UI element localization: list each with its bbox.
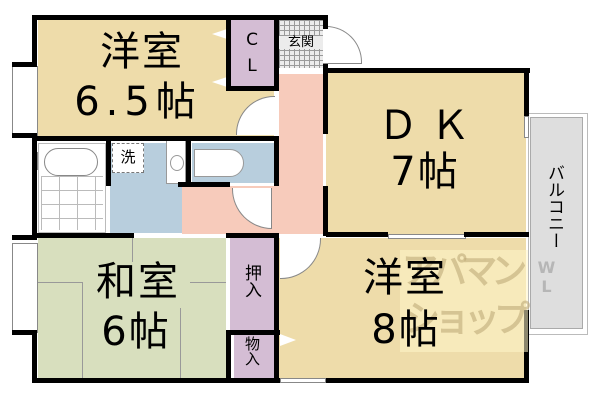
wall	[32, 378, 280, 383]
wall	[226, 330, 280, 335]
wall	[323, 15, 328, 29]
wall	[32, 15, 328, 20]
window-western-room	[12, 66, 38, 136]
storage-door-marker	[280, 334, 296, 346]
watermark-background	[400, 250, 528, 352]
tatami-line	[180, 308, 181, 378]
bath-floor-tiles	[41, 176, 103, 230]
wall	[32, 15, 37, 67]
wall	[323, 186, 328, 236]
wall	[32, 233, 134, 238]
wall	[12, 133, 37, 138]
wall	[12, 62, 37, 67]
japanese-room-name: 和室	[96, 259, 180, 305]
wall	[524, 68, 529, 116]
tatami-line	[132, 238, 133, 262]
dining-kitchen	[326, 72, 526, 234]
tatami-line	[82, 282, 83, 378]
wall	[326, 232, 388, 237]
wall	[226, 330, 231, 383]
balcony-floor	[530, 117, 583, 329]
wall	[32, 136, 278, 141]
wall	[106, 136, 111, 186]
toilet-icon	[194, 149, 244, 177]
dk-name: ＤＫ	[378, 103, 482, 149]
wall	[226, 233, 276, 238]
wall	[226, 86, 276, 91]
wall	[274, 15, 279, 91]
washing-machine-area	[112, 143, 144, 173]
wall	[32, 330, 37, 383]
window-japanese-room	[12, 243, 38, 333]
window-between-dk-w8	[388, 234, 466, 239]
western-room-1-name: 洋室	[100, 29, 184, 75]
entrance-label: 玄関	[279, 36, 323, 49]
sink-icon	[166, 140, 186, 184]
wall	[464, 232, 529, 237]
oshiire	[230, 238, 274, 330]
closet-cl-label-1: C	[246, 30, 258, 50]
western-room-1-size: 6.5帖	[74, 79, 202, 125]
window-w8-bottom	[280, 378, 326, 383]
western-room-2-name: 洋室	[363, 255, 447, 301]
wall	[186, 138, 191, 186]
oshiire-label: 押入	[241, 264, 261, 298]
tatami-line	[190, 282, 226, 283]
watermark-line-2: ショップ	[404, 299, 530, 340]
wall	[12, 235, 37, 240]
watermark-line-1: アパマン	[402, 251, 527, 292]
wall	[226, 15, 231, 91]
western-room-2-size: 8帖	[371, 307, 441, 353]
wall	[274, 136, 279, 186]
window-dk-balcony	[524, 116, 529, 138]
wall	[274, 233, 279, 383]
closet-cl	[230, 20, 274, 88]
wall	[323, 68, 530, 73]
wall	[12, 330, 37, 335]
wall	[32, 133, 37, 238]
japanese-room-size: 6帖	[101, 309, 171, 355]
wall	[326, 378, 529, 383]
storage	[234, 335, 274, 378]
tatami-line	[38, 282, 82, 283]
washroom-label: 洗	[120, 148, 136, 166]
watermark-mark: WL	[537, 258, 556, 296]
balcony-label: バルコニー	[544, 164, 564, 249]
closet-cl-label-2: L	[247, 56, 257, 76]
bathtub-icon	[44, 148, 98, 176]
wall	[178, 182, 230, 187]
storage-label: 物入	[243, 336, 261, 366]
wall	[323, 68, 328, 134]
entrance-door[interactable]	[323, 26, 362, 64]
dk-size: 7帖	[390, 149, 460, 195]
